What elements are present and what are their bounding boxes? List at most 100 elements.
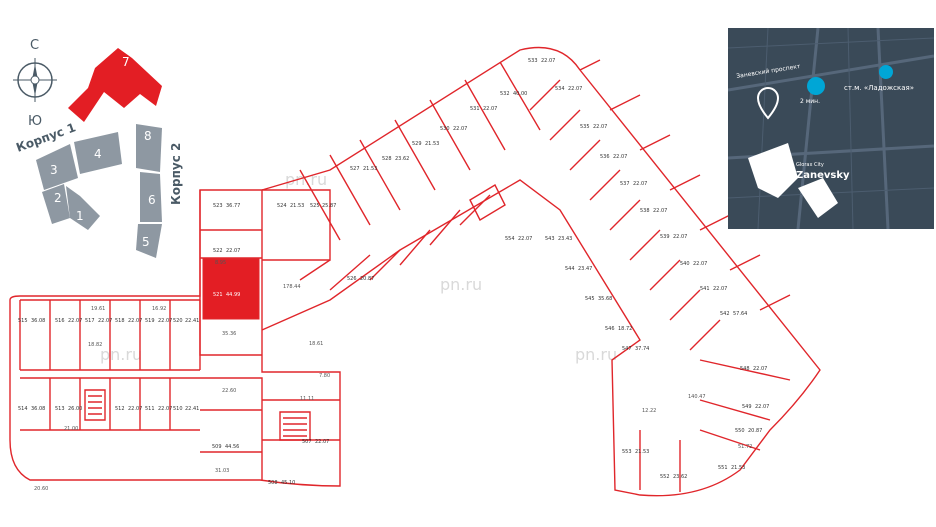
unit-num: 533 [528,58,538,64]
unit-521-selected[interactable] [202,258,260,320]
room-area-labels: 178.44 140.47 18.82 12.22 20.60 22.60 19… [34,260,752,492]
stairs [279,411,311,441]
unit-num: 552 [660,474,670,480]
unit-area: 22.07 [693,261,707,267]
section-1-block[interactable] [66,186,100,230]
unit-num: 531 [470,106,480,112]
unit-area: 22.07 [518,236,532,242]
unit-area: 23.47 [578,266,592,272]
corner-units [639,359,791,492]
section-8-block[interactable] [136,124,162,172]
unit-num: 538 [640,208,650,214]
stairs-2 [84,389,106,421]
central-block [199,189,331,356]
unit-num: 524 [277,203,287,209]
unit-num: 536 [600,154,610,160]
room-area: 21.00 [64,426,78,432]
unit-area: 22.07 [633,181,647,187]
room-area: 20.60 [34,486,48,492]
unit-num: 529 [412,141,422,147]
unit-num: 539 [660,234,670,240]
room-area: 18.82 [88,342,102,348]
unit-num: 547 [622,346,632,352]
unit-num: 549 [742,404,752,410]
location-map[interactable]: Заневский проспект ст.м. «Ладожская» 2 м… [728,28,934,229]
unit-num: 532 [500,91,510,97]
unit-area: 21.53 [635,449,649,455]
unit-area: 36.08 [31,406,45,412]
unit-num: 548 [740,366,750,372]
left-wing-bottom-units [20,377,200,431]
brand-small-label: Glorax City [796,162,824,168]
unit-num: 545 [585,296,595,302]
unit-num: 509 [212,444,222,450]
unit-num: 522 [213,248,223,254]
section-1-label: 1 [76,209,84,223]
watermark: pn.ru [440,275,482,294]
unit-num: 543 [545,236,555,242]
unit-area: 25.87 [322,203,336,209]
section-6-block[interactable] [140,172,162,222]
unit-area: 37.74 [635,346,649,352]
unit-area: 26.00 [68,406,82,412]
unit-num: 553 [622,449,632,455]
unit-num: 550 [735,428,745,434]
map-graphic [728,28,934,229]
room-area: 51.72 [738,444,752,450]
unit-num: 534 [555,86,565,92]
unit-area: 36.77 [226,203,240,209]
unit-num: 554 [505,236,515,242]
room-area: 178.44 [283,284,301,290]
unit-num: 551 [718,465,728,471]
unit-num: 546 [605,326,615,332]
section-5-block[interactable] [136,224,162,258]
room-area: 22.60 [222,388,236,394]
unit-area: 22.07 [673,234,687,240]
unit-area: 22.07 [128,318,142,324]
unit-area: 22.07 [98,318,112,324]
unit-area: 22.07 [613,154,627,160]
unit-area: 22.07 [713,286,727,292]
unit-num: 520 [173,318,183,324]
unit-area: 21.53 [731,465,745,471]
unit-area: 22.07 [593,124,607,130]
unit-num: 528 [382,156,392,162]
building-key-map[interactable]: 7 3 4 2 1 8 6 5 Корпус 1 Корпус 2 [14,48,183,258]
room-area: 35.36 [222,331,236,337]
location-pin-icon [756,87,780,120]
section-5-label: 5 [142,235,150,249]
section-3-block[interactable] [36,144,78,190]
unit-area: 36.08 [31,318,45,324]
unit-num: 535 [580,124,590,130]
unit-area: 57.64 [733,311,747,317]
section-4-block[interactable] [74,132,122,174]
room-area: 16.92 [152,306,166,312]
unit-area: 22.07 [541,58,555,64]
unit-area: 20.87 [748,428,762,434]
section-7-block[interactable] [68,48,162,122]
unit-area: 22.07 [128,406,142,412]
unit-num: 525 [310,203,320,209]
unit-area: 23.43 [558,236,572,242]
unit-area: 22.41 [185,318,199,324]
walk-icon [807,77,825,95]
unit-area: 18.72 [618,326,632,332]
left-wing-top-units [19,299,201,371]
room-area: 11.11 [300,396,314,402]
unit-area: 22.07 [158,318,172,324]
unit-num: 541 [700,286,710,292]
unit-area: 22.07 [68,318,82,324]
section-6-label: 6 [148,193,156,207]
metro-icon [879,65,893,79]
unit-area: 35.68 [598,296,612,302]
compass-south: Ю [28,114,42,129]
unit-area: 22.07 [653,208,667,214]
compass-north: С [30,38,39,53]
room-area: 31.03 [215,468,229,474]
unit-num: 544 [565,266,575,272]
section-2-block[interactable] [42,184,70,224]
section-7-label: 7 [122,55,130,69]
unit-area: 20.87 [360,276,374,282]
unit-area: 23.62 [673,474,687,480]
diagonal-arm-outer [261,46,821,497]
